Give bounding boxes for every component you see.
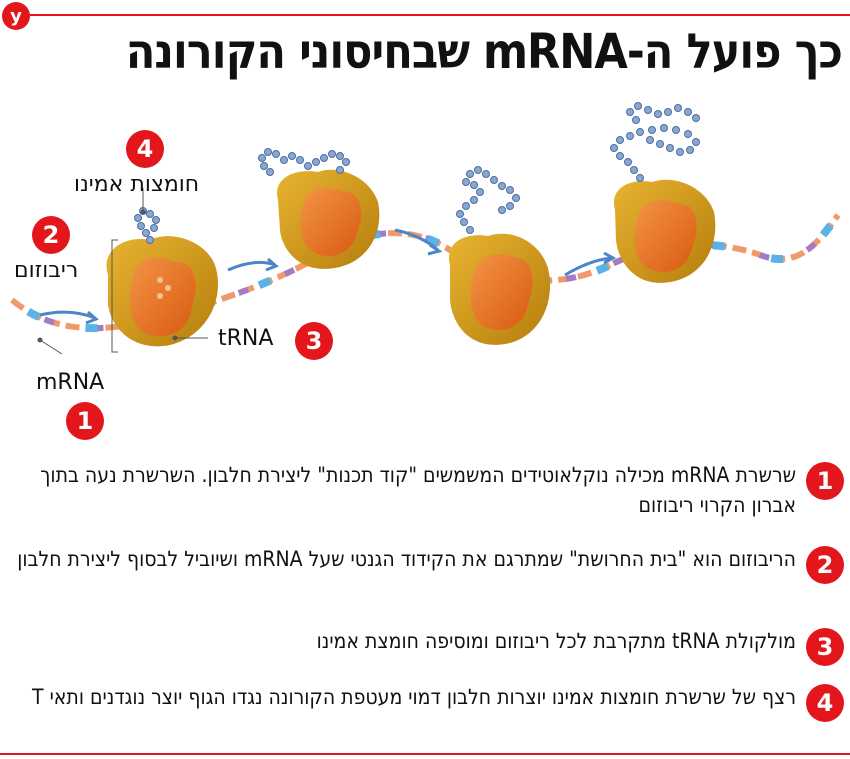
step-2: 2 הריבוזום הוא "בית החרושת" שמתרגם את הק… [4,544,844,584]
label-amino-acids: חומצות אמינו [74,172,200,197]
top-rule [30,14,850,16]
diagram-illustration [9,102,842,355]
ribosome-4 [613,179,716,283]
amino-chain-4 [610,102,700,182]
step-4: 4 רצף של שרשרת חומצות אמינו יוצרות חלבון… [4,682,844,722]
amino-chain-2 [258,148,350,176]
step-3-number: 3 [806,628,844,666]
ribosome-diagram: 4 חומצות אמינו 2 ריבוזום tRNA 3 mRNA 1 [0,90,850,450]
bottom-rule [0,753,850,755]
marker-4: 4 [126,130,164,168]
label-ribosome: ריבוזום [14,258,79,283]
ribosome-3 [448,233,551,345]
ribosome-1 [106,236,218,347]
brand-logo: y [2,2,30,30]
step-1-number: 1 [806,462,844,500]
callout-lines [37,188,208,355]
step-2-text: הריבוזום הוא "בית החרושת" שמתרגם את הקיד… [17,547,796,571]
label-trna: tRNA [218,326,274,351]
label-mrna: mRNA [36,370,105,395]
step-4-number: 4 [806,684,844,722]
step-1: 1 שרשרת mRNA מכילה נוקלאוטידים המשמשים "… [4,460,844,520]
step-3: 3 מולקולת tRNA מתקרבת לכל ריבוזום ומוסיפ… [4,626,844,666]
step-4-text: רצף של שרשרת חומצות אמינו יוצרות חלבון ד… [32,685,796,709]
ribosome-2 [277,169,380,269]
step-2-number: 2 [806,546,844,584]
marker-2: 2 [32,216,70,254]
amino-chain-3 [456,166,520,234]
step-1-text: שרשרת mRNA מכילה נוקלאוטידים המשמשים "קו… [40,463,796,517]
direction-arrows [39,228,617,325]
page-title: כך פועל ה-mRNA שבחיסוני הקורונה [125,24,843,80]
step-3-text: מולקולת tRNA מתקרבת לכל ריבוזום ומוסיפה … [316,629,796,653]
amino-chain-1 [134,207,160,244]
marker-1: 1 [66,402,104,440]
marker-3: 3 [295,322,333,360]
